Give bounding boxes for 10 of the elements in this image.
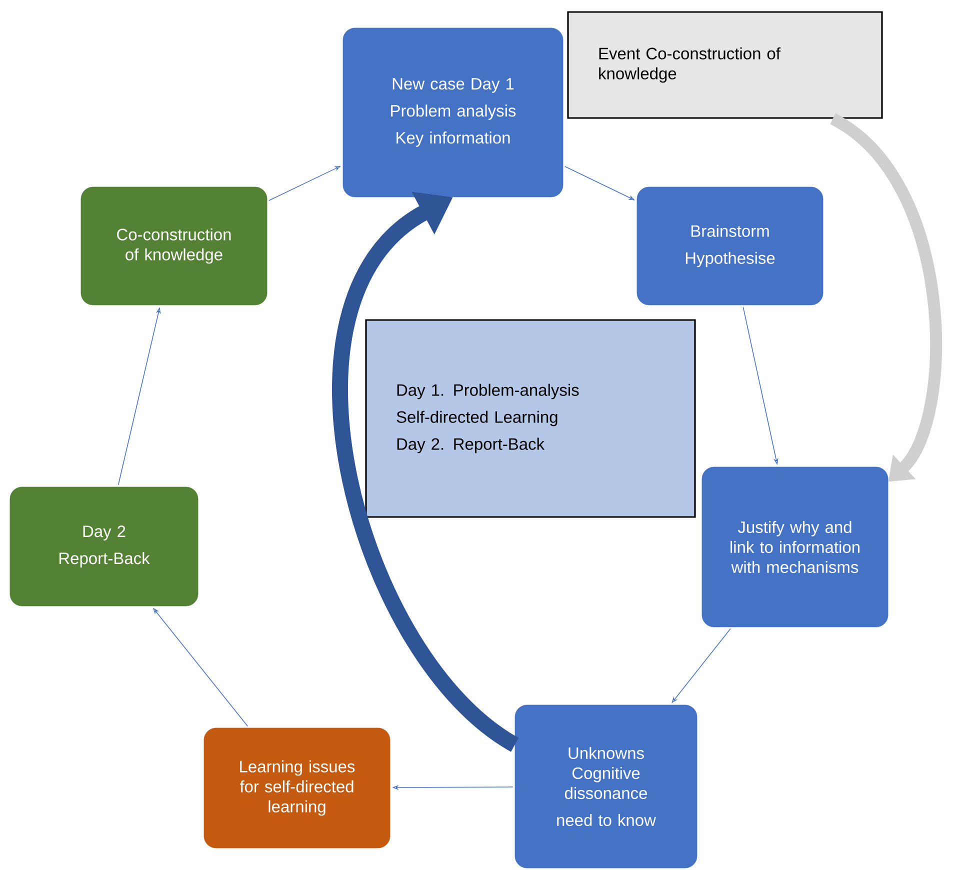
curved-arrow — [332, 192, 520, 752]
process-box: Co-construction of knowledge — [80, 186, 268, 306]
process-box: Learning issues for self-directed learning — [204, 728, 390, 848]
process-box: Day 2 Report-Back — [10, 486, 198, 606]
process-box: Brainstorm Hypothesise — [636, 186, 824, 306]
process-box: New case Day 1 Problem analysis Key information — [342, 28, 564, 198]
note-box: Event Co-construction of knowledge — [567, 11, 883, 119]
process-box: Justify why and link to information with mechanisms — [702, 466, 888, 628]
summary-box: Day 1. Problem-analysis Self-directed Learning Day 2. Report-Back — [365, 319, 696, 518]
process-box: Unknowns Cognitive dissonance need to know — [514, 704, 698, 868]
